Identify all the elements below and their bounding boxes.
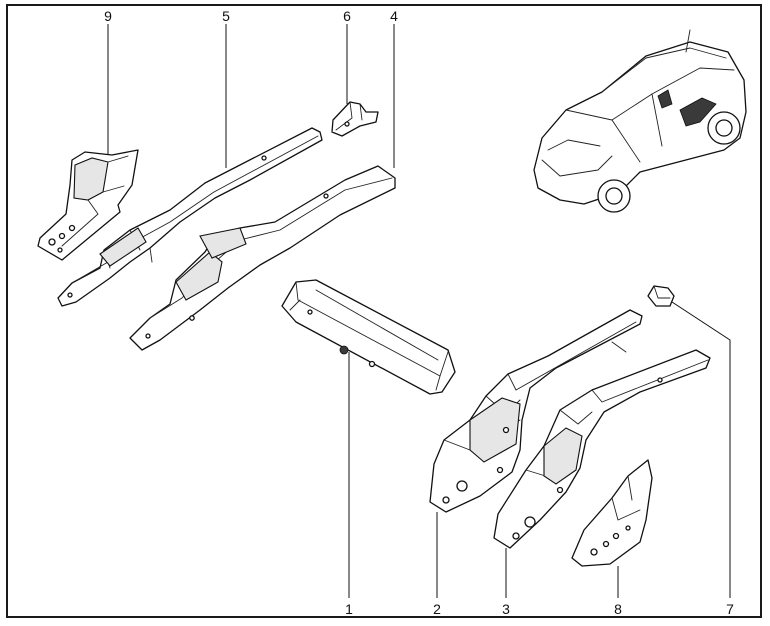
callout-6: 6 <box>343 8 351 24</box>
callout-2: 2 <box>433 601 441 617</box>
part-4-side-rail <box>129 165 396 351</box>
leader-lines <box>107 24 731 598</box>
part-3-front-member <box>493 349 711 549</box>
part-7-clip <box>647 285 675 307</box>
callout-3: 3 <box>502 601 510 617</box>
callout-labels: 9 5 6 4 1 2 3 8 7 <box>104 8 734 617</box>
callout-8: 8 <box>614 601 622 617</box>
callout-9: 9 <box>104 8 112 24</box>
part-9-bracket <box>37 149 139 261</box>
part-6-small-bracket <box>331 101 379 137</box>
part-2-front-member <box>429 309 643 513</box>
callout-4: 4 <box>390 8 398 24</box>
callout-1: 1 <box>345 601 353 617</box>
part-8-bracket <box>571 459 653 567</box>
part-1-crossmember <box>281 279 456 395</box>
callout-7: 7 <box>726 601 734 617</box>
callout-5: 5 <box>222 8 230 24</box>
part-5-side-rail <box>57 127 323 307</box>
car-locator-illustration <box>533 29 747 213</box>
